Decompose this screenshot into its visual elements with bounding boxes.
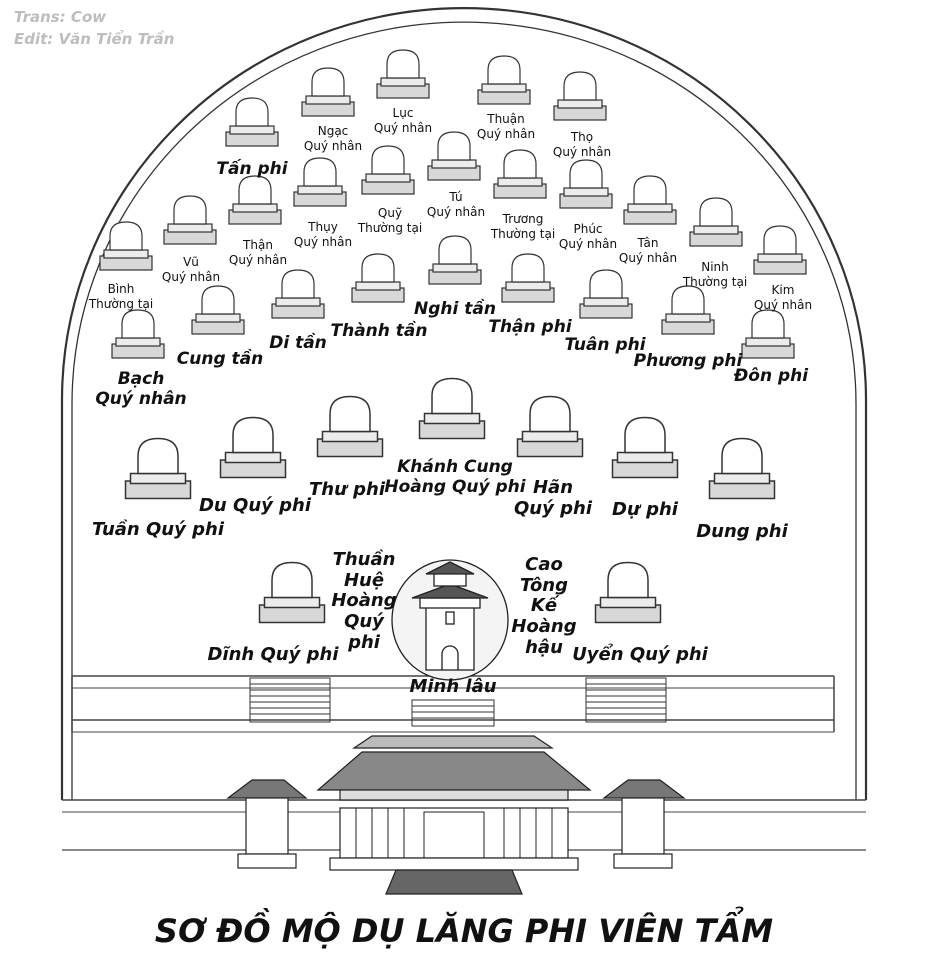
tomb-marker-du-phi xyxy=(611,416,679,479)
label-vu-quy-nhan: Vũ Quý nhân xyxy=(161,255,221,284)
label-tuan-quy-phi: Tuần Quý phi xyxy=(92,519,224,540)
tomb-marker-tuan-quy-phi xyxy=(124,437,192,500)
tomb-marker-than-quy-nhan xyxy=(228,175,282,225)
stairs-left xyxy=(249,677,331,723)
tomb-marker-luc-quy-nhan xyxy=(376,49,430,99)
label-khanh-cung-hoang-quy-phi: Khánh Cung Hoàng Quý phi xyxy=(384,457,526,497)
tomb-marker-thuy-quy-nhan xyxy=(293,157,347,207)
label-di-tan: Di tần xyxy=(269,333,327,353)
right-side-pavilion xyxy=(602,779,686,869)
tomb-marker-truong-thuong-tai xyxy=(493,149,547,199)
tomb-marker-tan-phi xyxy=(225,97,279,147)
credit-editor: Edit: Văn Tiển Trần xyxy=(14,30,175,48)
label-du-quy-phi: Du Quý phi xyxy=(198,495,312,516)
tomb-marker-uyen-quy-phi xyxy=(594,561,662,624)
tomb-marker-quy-thuong-tai xyxy=(361,145,415,195)
tomb-marker-don-phi xyxy=(741,309,795,359)
label-tan-phi: Tấn phi xyxy=(216,159,288,179)
label-thuan-quy-nhan: Thuận Quý nhân xyxy=(476,112,536,141)
label-truong-thuong-tai: Trương Thường tại xyxy=(490,212,556,241)
tomb-marker-du-quy-phi xyxy=(219,416,287,479)
label-thuan-hue-hoang-quy-phi: Thuần Huệ Hoàng Quý phi xyxy=(331,549,397,653)
minh-lau-tower xyxy=(391,559,509,681)
tomb-marker-ngac-quy-nhan xyxy=(301,67,355,117)
stairs-center xyxy=(411,699,495,727)
tomb-marker-dung-phi xyxy=(708,437,776,500)
stairs-right xyxy=(585,677,667,723)
left-side-pavilion xyxy=(226,779,308,869)
label-bach-quy-nhan: Bạch Quý nhân xyxy=(95,369,187,409)
label-ninh-thuong-tai: Ninh Thường tại xyxy=(682,260,748,289)
label-quy-thuong-tai: Quỹ Thường tại xyxy=(357,206,423,235)
label-han-quy-phi: Hãn Quý phi xyxy=(514,477,592,519)
tomb-marker-ninh-thuong-tai xyxy=(689,197,743,247)
label-don-phi: Đôn phi xyxy=(733,366,809,386)
label-phuong-phi: Phương phi xyxy=(633,351,743,371)
diagram-title: SƠ ĐỒ MỘ DỤ LĂNG PHI VIÊN TẨM xyxy=(154,912,774,950)
label-than-quy-nhan: Thận Quý nhân xyxy=(228,238,288,267)
label-luc-quy-nhan: Lục Quý nhân xyxy=(373,106,433,135)
tomb-marker-thanh-tan xyxy=(351,253,405,303)
label-thu-phi: Thư phi xyxy=(308,479,386,500)
label-tho-quy-nhan: Thọ Quý nhân xyxy=(552,130,612,159)
label-cung-tan: Cung tần xyxy=(176,349,264,369)
credit-translator: Trans: Cow xyxy=(14,8,107,26)
tomb-marker-tho-quy-nhan xyxy=(553,71,607,121)
label-phuc-quy-nhan: Phúc Quý nhân xyxy=(558,222,618,251)
label-ngac-quy-nhan: Ngạc Quý nhân xyxy=(303,124,363,153)
tomb-marker-tuan-phi xyxy=(579,269,633,319)
tomb-marker-di-tan xyxy=(271,269,325,319)
tomb-marker-than-phi xyxy=(501,253,555,303)
main-gate-hall xyxy=(316,735,592,895)
tomb-marker-phuc-quy-nhan xyxy=(559,159,613,209)
label-minh-lau: Minh lâu xyxy=(409,676,497,697)
label-tu-quy-nhan: Tú Quý nhân xyxy=(426,190,486,219)
label-du-phi: Dự phi xyxy=(612,499,678,520)
label-binh-thuong-tai: Bình Thường tại xyxy=(88,282,154,311)
label-thuy-quy-nhan: Thụy Quý nhân xyxy=(293,220,353,249)
tomb-marker-nghi-tan xyxy=(428,235,482,285)
tomb-marker-tu-quy-nhan xyxy=(427,131,481,181)
tomb-marker-khanh-cung-hoang-quy-phi xyxy=(418,377,486,440)
tomb-marker-dinh-quy-phi xyxy=(258,561,326,624)
label-nghi-tan: Nghi tần xyxy=(414,299,496,319)
label-cao-tong-ke-hoang-hau: Cao Tông Kế Hoàng hậu xyxy=(511,554,577,658)
tomb-marker-thu-phi xyxy=(316,395,384,458)
label-thanh-tan: Thành tần xyxy=(330,321,428,341)
tomb-marker-cung-tan xyxy=(191,285,245,335)
tomb-marker-thuan-quy-nhan xyxy=(477,55,531,105)
tomb-marker-tan-quy-nhan xyxy=(623,175,677,225)
tomb-marker-kim-quy-nhan xyxy=(753,225,807,275)
label-kim-quy-nhan: Kim Quý nhân xyxy=(753,283,813,312)
tomb-marker-phuong-phi xyxy=(661,285,715,335)
tomb-marker-han-quy-phi xyxy=(516,395,584,458)
label-uyen-quy-phi: Uyển Quý phi xyxy=(572,644,708,665)
label-tan-quy-nhan: Tân Quý nhân xyxy=(618,236,678,265)
tomb-marker-binh-thuong-tai xyxy=(99,221,153,271)
label-tuan-phi: Tuân phi xyxy=(564,335,646,355)
tomb-markers xyxy=(99,49,807,624)
tomb-marker-vu-quy-nhan xyxy=(163,195,217,245)
enclosure-outer-arch xyxy=(60,6,868,800)
label-than-phi: Thận phi xyxy=(488,317,572,337)
tomb-marker-bach-quy-nhan xyxy=(111,309,165,359)
label-dung-phi: Dung phi xyxy=(696,521,788,542)
label-dinh-quy-phi: Dĩnh Quý phi xyxy=(207,644,339,665)
